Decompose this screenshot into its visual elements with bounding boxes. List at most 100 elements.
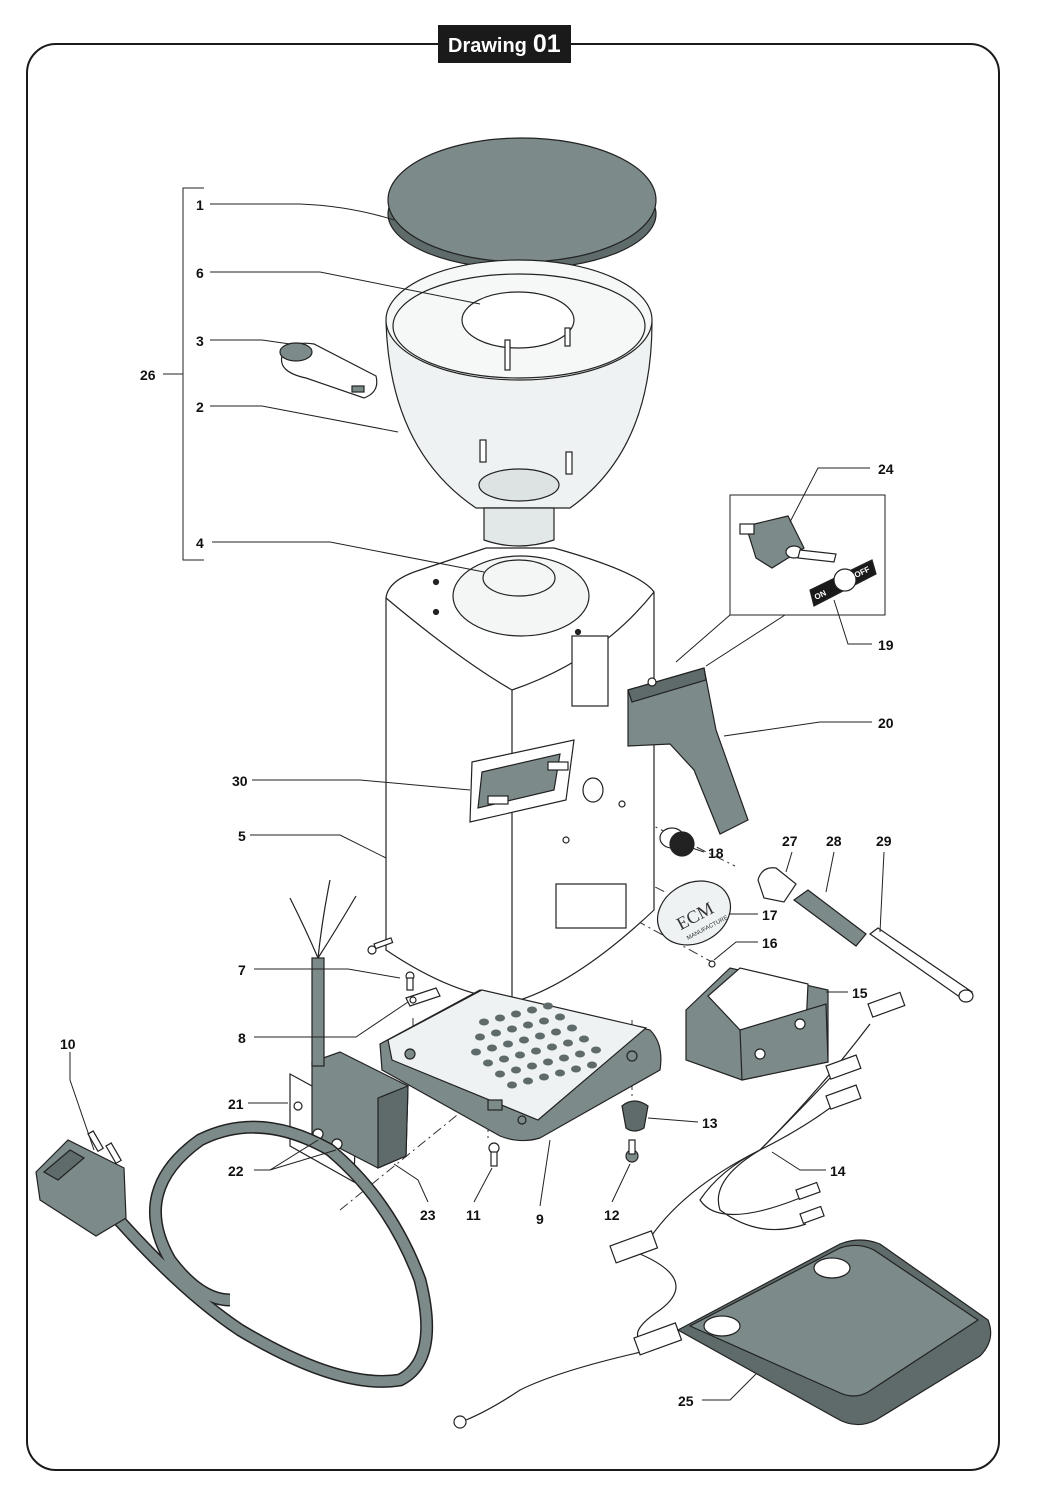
vent-hole bbox=[483, 1059, 493, 1067]
callout-30: 30 bbox=[232, 773, 248, 789]
ecm-badge: ECM MANUFACTURE bbox=[657, 880, 731, 946]
callout-9: 9 bbox=[536, 1211, 544, 1227]
drawing-title-word: Drawing bbox=[448, 35, 527, 57]
handle-grip bbox=[792, 889, 867, 947]
foot-screw bbox=[625, 1139, 639, 1163]
vent-hole bbox=[575, 1050, 585, 1058]
badge-screw bbox=[708, 960, 716, 968]
power-plug bbox=[35, 1130, 127, 1237]
group-bracket-26 bbox=[163, 187, 204, 561]
callout-3: 3 bbox=[196, 333, 204, 349]
vent-hole bbox=[507, 1081, 517, 1089]
vent-hole bbox=[471, 1048, 481, 1056]
vent-hole bbox=[495, 1014, 505, 1022]
vent-hole bbox=[523, 1077, 533, 1085]
vent-hole bbox=[479, 1018, 489, 1026]
handle-knob bbox=[757, 867, 797, 903]
callout-2: 2 bbox=[196, 399, 204, 415]
base-vent-holes bbox=[471, 1002, 601, 1089]
vent-hole bbox=[519, 1036, 529, 1044]
vent-hole bbox=[527, 1062, 537, 1070]
vent-hole bbox=[547, 1043, 557, 1051]
callout-25: 25 bbox=[678, 1393, 694, 1409]
push-button bbox=[659, 827, 695, 857]
vent-hole bbox=[591, 1046, 601, 1054]
callout-15: 15 bbox=[852, 985, 868, 1001]
switch-cover bbox=[627, 667, 749, 835]
callout-4: 4 bbox=[196, 535, 204, 551]
callout-26: 26 bbox=[140, 367, 156, 383]
vent-hole bbox=[495, 1070, 505, 1078]
handle-rod bbox=[868, 927, 974, 1003]
hopper bbox=[385, 259, 653, 547]
vent-hole bbox=[515, 1051, 525, 1059]
hopper-lid bbox=[387, 137, 657, 270]
timer-display bbox=[685, 967, 829, 1081]
vent-hole bbox=[535, 1032, 545, 1040]
callout-12: 12 bbox=[604, 1207, 620, 1223]
callout-18: 18 bbox=[708, 845, 724, 861]
vent-hole bbox=[555, 1013, 565, 1021]
base-screw bbox=[488, 1142, 500, 1167]
callout-22: 22 bbox=[228, 1163, 244, 1179]
callout-17: 17 bbox=[762, 907, 778, 923]
leader-lines bbox=[69, 203, 885, 1401]
callout-7: 7 bbox=[238, 962, 246, 978]
vent-hole bbox=[539, 1073, 549, 1081]
inner-plate bbox=[469, 739, 575, 823]
wiring-harness bbox=[453, 991, 906, 1429]
vent-hole bbox=[543, 1058, 553, 1066]
vent-hole bbox=[555, 1069, 565, 1077]
callout-20: 20 bbox=[878, 715, 894, 731]
callout-5: 5 bbox=[238, 828, 246, 844]
vent-hole bbox=[511, 1066, 521, 1074]
vent-hole bbox=[511, 1010, 521, 1018]
callout-23: 23 bbox=[420, 1207, 436, 1223]
power-cord bbox=[105, 879, 434, 1388]
callout-10: 10 bbox=[60, 1036, 76, 1052]
drip-tray bbox=[676, 1239, 992, 1426]
cable-clamp bbox=[405, 987, 441, 1007]
drawing-title: Drawing 01 bbox=[438, 25, 571, 63]
on-off-plate: ON OFF bbox=[809, 559, 877, 607]
callout-1: 1 bbox=[196, 197, 204, 213]
toggle-switch bbox=[739, 515, 837, 569]
callout-6: 6 bbox=[196, 265, 204, 281]
callout-21: 21 bbox=[228, 1096, 244, 1112]
callout-28: 28 bbox=[826, 833, 842, 849]
callout-14: 14 bbox=[830, 1163, 846, 1179]
vent-hole bbox=[543, 1002, 553, 1010]
rubber-foot bbox=[621, 1100, 649, 1132]
vent-hole bbox=[571, 1065, 581, 1073]
vent-hole bbox=[523, 1021, 533, 1029]
vent-hole bbox=[527, 1006, 537, 1014]
vent-hole bbox=[507, 1025, 517, 1033]
callout-13: 13 bbox=[702, 1115, 718, 1131]
vent-hole bbox=[563, 1039, 573, 1047]
vent-hole bbox=[475, 1033, 485, 1041]
hopper-shutter bbox=[279, 342, 378, 399]
callout-27: 27 bbox=[782, 833, 798, 849]
vent-hole bbox=[579, 1035, 589, 1043]
callout-19: 19 bbox=[878, 637, 894, 653]
callout-24: 24 bbox=[878, 461, 894, 477]
vent-hole bbox=[539, 1017, 549, 1025]
callout-8: 8 bbox=[238, 1030, 246, 1046]
callout-16: 16 bbox=[762, 935, 778, 951]
vent-hole bbox=[487, 1044, 497, 1052]
callout-11: 11 bbox=[466, 1207, 481, 1223]
vent-hole bbox=[499, 1055, 509, 1063]
switch-detail-inset bbox=[675, 494, 886, 667]
vent-hole bbox=[587, 1061, 597, 1069]
vent-hole bbox=[567, 1024, 577, 1032]
vent-hole bbox=[559, 1054, 569, 1062]
vent-hole bbox=[503, 1040, 513, 1048]
callout-labels: 1 6 3 26 2 4 24 19 20 30 5 18 27 28 29 1… bbox=[60, 197, 894, 1409]
vent-hole bbox=[491, 1029, 501, 1037]
drawing-title-number: 01 bbox=[532, 30, 561, 58]
vent-hole bbox=[551, 1028, 561, 1036]
body-screws bbox=[367, 937, 415, 991]
vent-hole bbox=[531, 1047, 541, 1055]
hopper-disc bbox=[461, 291, 575, 371]
